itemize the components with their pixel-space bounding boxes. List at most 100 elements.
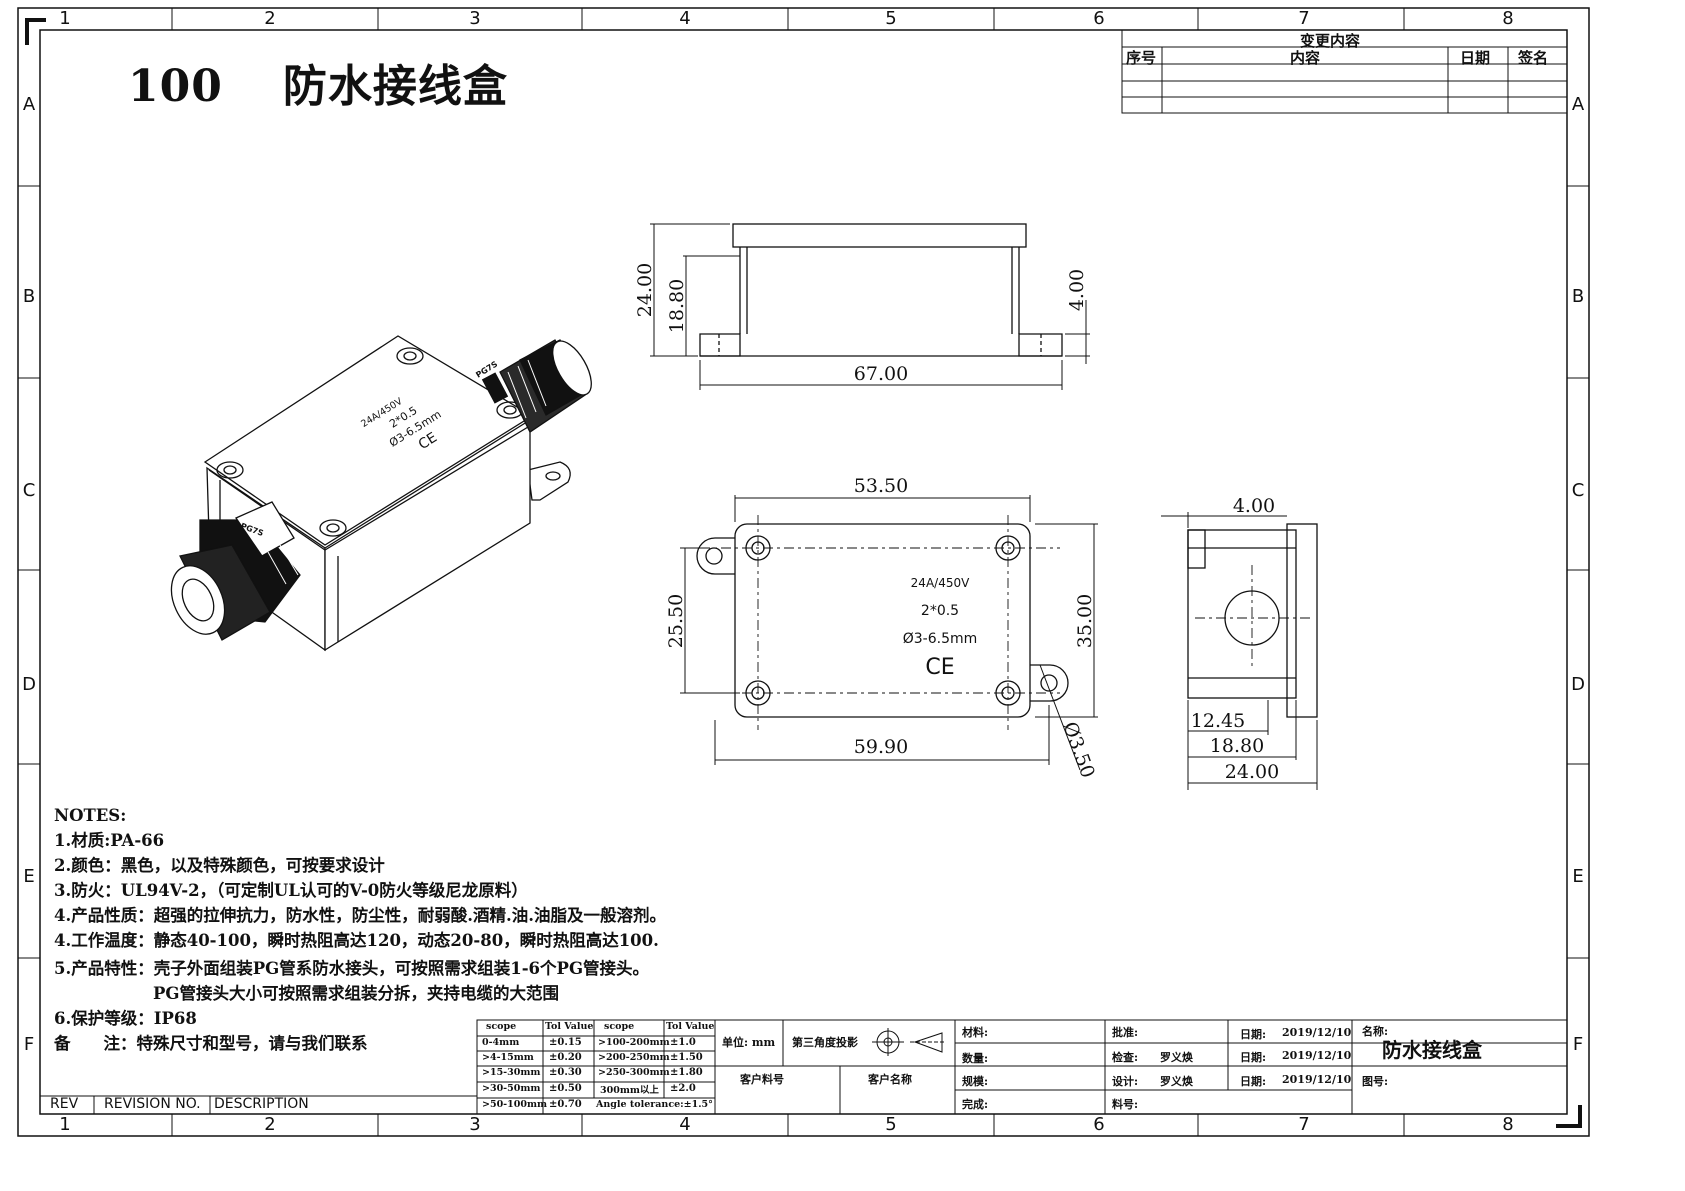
zone-row-f-right: F bbox=[1573, 1034, 1583, 1055]
part-name: 防水接线盒 bbox=[1382, 1038, 1482, 1062]
approve-label: 批准: bbox=[1112, 1026, 1139, 1039]
zone-row-b-right: B bbox=[1572, 286, 1584, 307]
zone-col-1: 1 bbox=[59, 8, 70, 29]
tol-cell: ±0.70 bbox=[549, 1099, 582, 1110]
tol-cell: ±1.0 bbox=[670, 1037, 696, 1048]
change-table bbox=[1121, 29, 1568, 114]
zone-row-f: F bbox=[24, 1034, 34, 1055]
change-table-title: 变更内容 bbox=[1300, 32, 1361, 50]
title-block bbox=[476, 1019, 1568, 1115]
date-value: 2019/12/10 bbox=[1282, 1073, 1352, 1086]
corner-mark-br bbox=[1556, 1105, 1582, 1128]
zone-col-8-bottom: 8 bbox=[1502, 1114, 1513, 1135]
end-view bbox=[1187, 523, 1318, 718]
note-line: 备 注：特殊尺寸和型号，请与我们联系 bbox=[54, 1034, 368, 1053]
tol-header: Tol Value bbox=[545, 1021, 594, 1032]
material-label: 材料: bbox=[962, 1026, 989, 1039]
tol-header: Tol Value bbox=[666, 1021, 715, 1032]
name-label: 名称: bbox=[1362, 1025, 1389, 1038]
zone-col-1-bottom: 1 bbox=[59, 1114, 70, 1135]
iso-box-right-side bbox=[324, 418, 531, 652]
customer-part-label: 客户料号 bbox=[740, 1073, 784, 1086]
checker-name: 罗义焕 bbox=[1160, 1051, 1193, 1064]
zone-col-4-bottom: 4 bbox=[679, 1114, 690, 1135]
dim-side-overall-height: 24.00 bbox=[634, 263, 656, 317]
notes-block: NOTES: 1.材质:PA-66 2.颜色：黑色，以及特殊颜色，可按要求设计 … bbox=[54, 803, 666, 1056]
side-view bbox=[699, 223, 1063, 357]
tol-cell: ±0.30 bbox=[549, 1067, 582, 1078]
revision-description-label: DESCRIPTION bbox=[214, 1096, 309, 1112]
dim-end-24-00: 24.00 bbox=[1225, 761, 1279, 783]
tol-cell: ±1.80 bbox=[670, 1067, 703, 1078]
part-no-label: 料号: bbox=[1112, 1098, 1139, 1111]
note-line: 5.产品特性：壳子外面组装PG管系防水接头，可按照需求组装1-6个PG管接头。 bbox=[54, 959, 650, 978]
side-dimensions bbox=[650, 223, 1090, 390]
outer-frame bbox=[17, 7, 1590, 1137]
iso-gland-left bbox=[170, 501, 301, 641]
date-value: 2019/12/10 bbox=[1282, 1026, 1352, 1039]
dim-top-hole-diameter: Ø3.50 bbox=[1058, 719, 1098, 781]
tol-cell: 300mm以上 bbox=[600, 1085, 659, 1096]
tol-cell: Angle tolerance:±1.5° bbox=[596, 1099, 713, 1110]
revision-bar bbox=[40, 1095, 477, 1114]
check-label: 检查: bbox=[1112, 1051, 1139, 1064]
date-label: 日期: bbox=[1240, 1051, 1267, 1064]
note-line: 6.保护等级：IP68 bbox=[54, 1009, 197, 1028]
zone-row-c-right: C bbox=[1572, 480, 1585, 501]
dim-end-flange: 4.00 bbox=[1233, 495, 1275, 517]
note-line: PG管接头大小可按照需求组装分拆，夹持电缆的大范围 bbox=[54, 984, 559, 1003]
tol-cell: ±2.0 bbox=[670, 1083, 696, 1094]
top-dimensions bbox=[680, 495, 1098, 771]
dim-top-hole-spacing-y: 25.50 bbox=[665, 594, 687, 648]
note-line: 4.产品性质：超强的拉伸抗力，防水性，防尘性，耐弱酸.酒精.油.油脂及一般溶剂。 bbox=[54, 906, 666, 925]
dim-top-hole-spacing-x: 59.90 bbox=[854, 736, 908, 758]
spec-label: 规模: bbox=[962, 1075, 989, 1088]
zone-col-5: 5 bbox=[885, 8, 896, 29]
unit-label: 单位: mm bbox=[722, 1036, 776, 1049]
tol-cell: >200-250mm bbox=[598, 1052, 670, 1063]
date-label: 日期: bbox=[1240, 1028, 1267, 1041]
tol-cell: >50-100mm bbox=[482, 1099, 548, 1110]
top-label-rating: 24A/450V bbox=[911, 576, 970, 590]
revision-rev-label: REV bbox=[50, 1096, 79, 1112]
customer-name-label: 客户名称 bbox=[868, 1073, 912, 1086]
zone-col-6: 6 bbox=[1093, 8, 1104, 29]
notes-heading: NOTES: bbox=[54, 806, 127, 825]
end-dimensions bbox=[1161, 512, 1318, 790]
tol-cell: >15-30mm bbox=[482, 1067, 541, 1078]
drawing-title-number: 100 bbox=[128, 61, 223, 112]
zone-row-a-right: A bbox=[1572, 94, 1585, 115]
date-label: 日期: bbox=[1240, 1075, 1267, 1088]
dim-end-18-80: 18.80 bbox=[1210, 735, 1264, 757]
dim-top-depth: 35.00 bbox=[1074, 594, 1096, 648]
change-header-date: 日期 bbox=[1460, 49, 1491, 67]
zone-col-8: 8 bbox=[1502, 8, 1513, 29]
drawing-no-label: 图号: bbox=[1362, 1075, 1389, 1088]
change-header-no: 序号 bbox=[1126, 49, 1157, 67]
zone-col-7-bottom: 7 bbox=[1298, 1114, 1309, 1135]
tol-cell: ±0.20 bbox=[549, 1052, 582, 1063]
zone-row-d: D bbox=[22, 674, 36, 695]
zone-row-d-right: D bbox=[1571, 674, 1585, 695]
zone-col-3-bottom: 3 bbox=[469, 1114, 480, 1135]
isometric-view bbox=[170, 335, 592, 652]
tol-cell: ±1.50 bbox=[670, 1052, 703, 1063]
top-label-wire: 2*0.5 bbox=[921, 603, 959, 619]
third-angle-projection-icon bbox=[872, 1028, 946, 1056]
designer-name: 罗义焕 bbox=[1160, 1075, 1193, 1088]
top-label-ce: CE bbox=[925, 655, 954, 680]
dim-side-flange-height: 4.00 bbox=[1066, 269, 1088, 311]
note-line: 2.颜色：黑色，以及特殊颜色，可按要求设计 bbox=[54, 856, 385, 875]
top-view bbox=[696, 515, 1069, 730]
zone-col-2: 2 bbox=[264, 8, 275, 29]
tol-header: scope bbox=[604, 1021, 635, 1032]
iso-gland-right bbox=[481, 339, 592, 433]
zone-row-a: A bbox=[23, 94, 36, 115]
zone-col-7: 7 bbox=[1298, 8, 1309, 29]
zone-col-4: 4 bbox=[679, 8, 690, 29]
dim-top-width: 53.50 bbox=[854, 475, 908, 497]
projection-label: 第三角度投影 bbox=[792, 1036, 858, 1049]
iso-flange-ear bbox=[527, 461, 571, 501]
